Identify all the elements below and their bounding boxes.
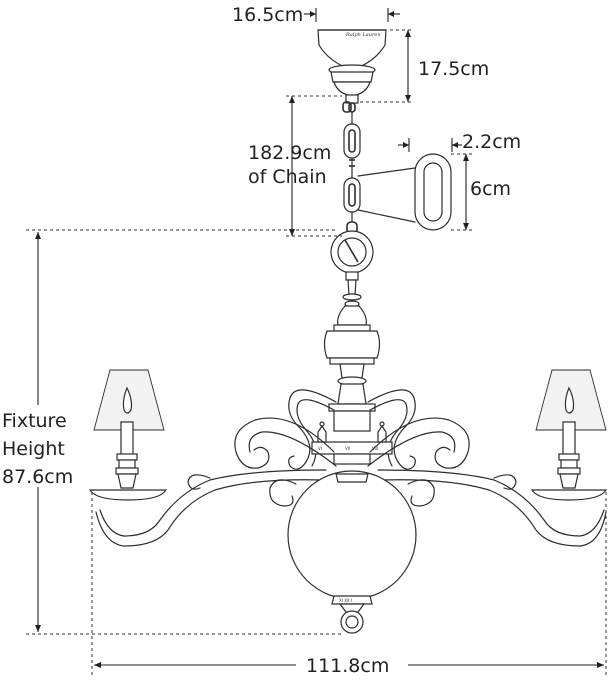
canopy: Ralph Lauren — [317, 29, 387, 104]
fixture-height-line1: Fixture — [2, 410, 67, 432]
finial-marks: XI XII I — [339, 598, 352, 603]
chain-length-value: 182.9cm — [248, 142, 331, 164]
center-band: VI VII VIII — [311, 421, 393, 465]
chain-length-suffix: of Chain — [248, 166, 327, 188]
fixture-width-label: 111.8cm — [306, 655, 389, 677]
dim-canopy-width: 16.5cm — [232, 4, 400, 26]
dim-canopy-height: 17.5cm — [360, 29, 489, 103]
right-candle — [530, 369, 608, 501]
band-mark-2: VII — [345, 446, 350, 451]
dim-link-width: 2.2cm — [398, 131, 521, 153]
chain — [342, 101, 361, 235]
dim-link-height: 6cm — [451, 153, 511, 231]
band-mark-1: VI — [318, 446, 322, 451]
globe-body: XI XII I — [287, 470, 417, 634]
band-mark-3: VIII — [372, 446, 378, 451]
link-width-label: 2.2cm — [462, 131, 521, 153]
dim-fixture-width: 111.8cm — [91, 492, 607, 677]
canopy-height-label: 17.5cm — [418, 58, 489, 80]
canopy-width-label: 16.5cm — [232, 4, 303, 26]
dim-fixture-height: Fixture Height 87.6cm — [0, 229, 344, 635]
right-arm — [367, 417, 607, 547]
fixture-height-line2: Height — [2, 438, 65, 460]
chain-link-detail — [357, 153, 452, 231]
dim-chain-length: 182.9cm of Chain — [248, 95, 342, 237]
left-arm — [95, 417, 337, 547]
left-candle — [88, 369, 168, 501]
canopy-signature: Ralph Lauren — [345, 32, 381, 38]
link-height-label: 6cm — [470, 178, 511, 200]
central-stem — [323, 230, 381, 432]
fixture-height-value: 87.6cm — [2, 466, 73, 488]
